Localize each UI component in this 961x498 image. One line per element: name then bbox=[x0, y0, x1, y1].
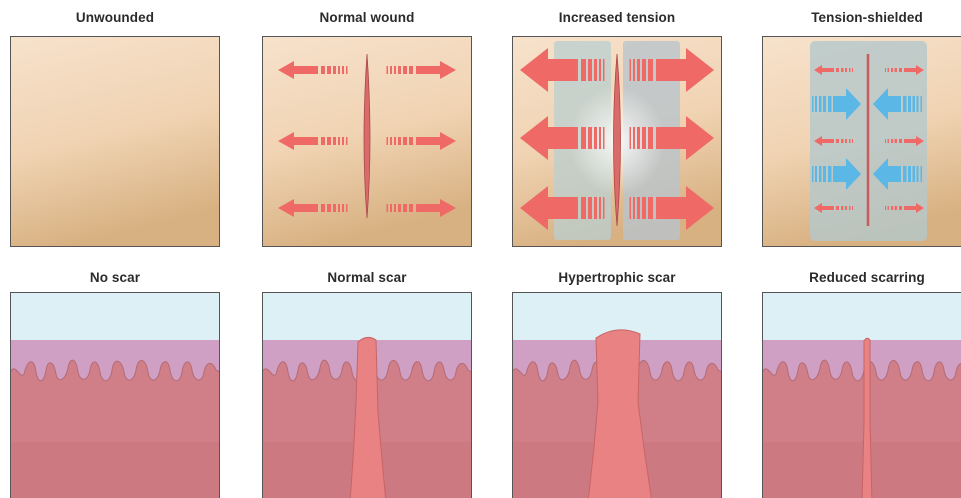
title-normal-wound: Normal wound bbox=[262, 10, 472, 25]
title-reduced-scarring: Reduced scarring bbox=[762, 270, 961, 285]
panel-normal-scar bbox=[262, 292, 472, 498]
panel-reduced-scarring bbox=[762, 292, 961, 498]
panel-unwounded bbox=[10, 36, 220, 247]
panel-increased-tension bbox=[512, 36, 722, 247]
panel-hypertrophic-scar bbox=[512, 292, 722, 498]
title-hypertrophic-scar: Hypertrophic scar bbox=[512, 270, 722, 285]
air-layer bbox=[262, 292, 472, 340]
air-layer bbox=[10, 292, 220, 340]
panel-no-scar bbox=[10, 292, 220, 498]
panel-normal-wound bbox=[262, 36, 472, 247]
air-layer bbox=[762, 292, 961, 340]
skin-surface bbox=[10, 36, 220, 247]
reduced-scar-tissue bbox=[862, 338, 872, 498]
title-increased-tension: Increased tension bbox=[512, 10, 722, 25]
panel-tension-shielded bbox=[762, 36, 961, 247]
title-no-scar: No scar bbox=[10, 270, 220, 285]
title-normal-scar: Normal scar bbox=[262, 270, 472, 285]
title-tension-shielded: Tension-shielded bbox=[762, 10, 961, 25]
title-unwounded: Unwounded bbox=[10, 10, 220, 25]
